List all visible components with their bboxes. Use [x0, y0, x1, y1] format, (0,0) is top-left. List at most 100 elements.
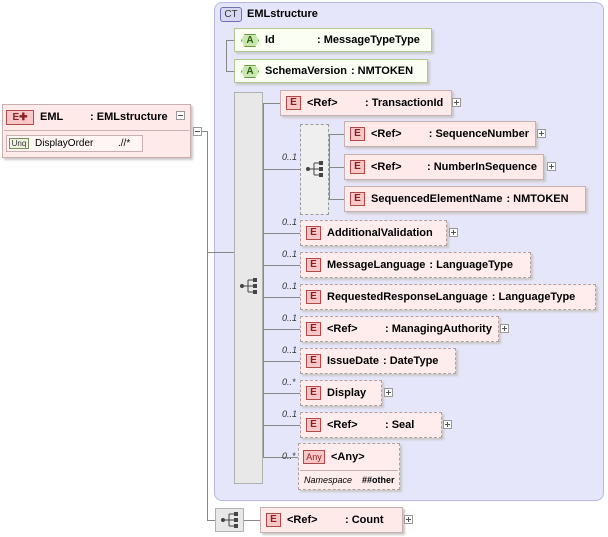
- root-element-type: : EMLstructure: [90, 111, 168, 123]
- ref-label: <Ref>: [371, 128, 402, 140]
- namespace-label: Namespace: [304, 475, 353, 485]
- connector-line: [226, 71, 234, 72]
- expand-icon[interactable]: [537, 129, 546, 138]
- expand-toggle-icon[interactable]: [193, 127, 202, 136]
- element-name: Display: [327, 387, 367, 399]
- element-badge: E: [306, 258, 321, 272]
- element-type: : LanguageType: [429, 259, 513, 271]
- element-type: : DateType: [382, 355, 439, 367]
- element-name: : NumberInSequence: [426, 161, 537, 173]
- sequence-icon: [221, 512, 238, 528]
- unique-xpath: .//*: [118, 138, 131, 149]
- element-name: RequestedResponseLanguage: [327, 291, 488, 303]
- root-element-name: EML: [40, 111, 64, 123]
- unique-badge: Unq: [9, 138, 29, 149]
- occurrence-label: 0..1: [282, 313, 298, 323]
- element-badge: E: [306, 322, 321, 336]
- connector-line: [329, 134, 344, 135]
- expand-icon[interactable]: [452, 98, 461, 107]
- element-additionalvalidation[interactable]: E AdditionalValidation: [300, 220, 447, 246]
- element-type: : NMTOKEN: [506, 193, 569, 205]
- ref-label: <Ref>: [327, 323, 358, 335]
- connector-line: [263, 169, 300, 170]
- connector-line: [263, 393, 300, 394]
- element-badge: E: [350, 127, 365, 141]
- connector-line: [263, 233, 300, 234]
- element-badge: E: [266, 513, 281, 527]
- element-managingauthority[interactable]: E <Ref> : ManagingAuthority: [300, 316, 499, 342]
- connector-line: [207, 252, 234, 253]
- expand-icon[interactable]: [443, 420, 452, 429]
- element-name: : SequenceNumber: [428, 128, 529, 140]
- element-transactionid[interactable]: E <Ref> : TransactionId: [280, 90, 452, 116]
- connector-line: [226, 40, 227, 72]
- connector-line: [329, 167, 344, 168]
- connector-line: [263, 265, 300, 266]
- element-name: : Count: [345, 514, 384, 526]
- unique-constraint[interactable]: [6, 135, 143, 152]
- occurrence-label: 0..1: [282, 345, 298, 355]
- element-badge: E: [306, 354, 321, 368]
- sequence-icon: [240, 278, 257, 294]
- connector-line: [244, 520, 260, 521]
- element-messagelanguage[interactable]: E MessageLanguage : LanguageType: [300, 252, 531, 278]
- element-seal[interactable]: E <Ref> : Seal: [300, 412, 442, 438]
- element-name: IssueDate: [327, 355, 379, 367]
- element-name: : ManagingAuthority: [385, 323, 492, 335]
- occurrence-label: 0..*: [282, 377, 296, 387]
- expand-icon[interactable]: [384, 388, 393, 397]
- collapse-icon[interactable]: [176, 111, 185, 120]
- element-badge: E: [306, 418, 321, 432]
- ref-label: <Ref>: [327, 419, 358, 431]
- connector-line: [263, 103, 280, 104]
- element-issuedate[interactable]: E IssueDate : DateType: [300, 348, 456, 374]
- element-sequencedelementname[interactable]: E SequencedElementName : NMTOKEN: [344, 186, 586, 212]
- element-name: : TransactionId: [365, 97, 444, 109]
- element-badge: E✚: [6, 110, 34, 125]
- element-name: MessageLanguage: [327, 259, 426, 271]
- sequence-icon: [306, 161, 323, 177]
- connector-line: [207, 131, 208, 521]
- connector-line: [263, 329, 300, 330]
- connector-line: [263, 361, 300, 362]
- element-badge: E: [286, 96, 301, 110]
- ref-label: <Ref>: [307, 97, 338, 109]
- expand-icon[interactable]: [449, 228, 458, 237]
- attribute-name: Id: [265, 34, 275, 46]
- expand-icon[interactable]: [500, 324, 509, 333]
- occurrence-label: 0..1: [282, 409, 298, 419]
- divider: [4, 130, 189, 131]
- element-badge: E: [306, 226, 321, 240]
- attribute-badge: A: [241, 34, 259, 47]
- element-requestedresponselanguage[interactable]: E RequestedResponseLanguage : LanguageTy…: [300, 284, 596, 310]
- attribute-badge: A: [241, 65, 259, 78]
- element-badge: E: [350, 160, 365, 174]
- unique-name: DisplayOrder: [35, 138, 94, 149]
- attribute-type: : MessageTypeType: [317, 34, 420, 46]
- expand-icon[interactable]: [404, 515, 413, 524]
- element-name: AdditionalValidation: [327, 227, 433, 239]
- attribute-id[interactable]: A Id : MessageTypeType: [234, 28, 432, 52]
- occurrence-label: 0..*: [282, 451, 296, 461]
- connector-line: [263, 297, 300, 298]
- attribute-type: : NMTOKEN: [350, 65, 414, 77]
- element-numberinsequence[interactable]: E <Ref> : NumberInSequence: [344, 154, 544, 180]
- connector-line: [202, 131, 208, 132]
- element-type: : LanguageType: [491, 291, 576, 303]
- connector-line: [207, 520, 215, 521]
- connector-line: [329, 134, 330, 199]
- connector-line: [263, 425, 300, 426]
- ref-label: <Ref>: [287, 514, 318, 526]
- complex-type-badge: CT: [220, 7, 242, 22]
- element-count[interactable]: E <Ref> : Count: [260, 507, 403, 533]
- attribute-schemaversion[interactable]: A SchemaVersion : NMTOKEN: [234, 59, 428, 83]
- any-badge: Any: [303, 450, 325, 464]
- element-display[interactable]: E Display: [300, 380, 382, 406]
- connector-line: [263, 457, 298, 458]
- element-name: SequencedElementName: [371, 193, 503, 205]
- namespace-value: ##other: [362, 475, 395, 485]
- expand-icon[interactable]: [547, 162, 556, 171]
- element-sequencenumber[interactable]: E <Ref> : SequenceNumber: [344, 121, 536, 147]
- any-name: <Any>: [331, 451, 365, 463]
- divider: [300, 470, 398, 471]
